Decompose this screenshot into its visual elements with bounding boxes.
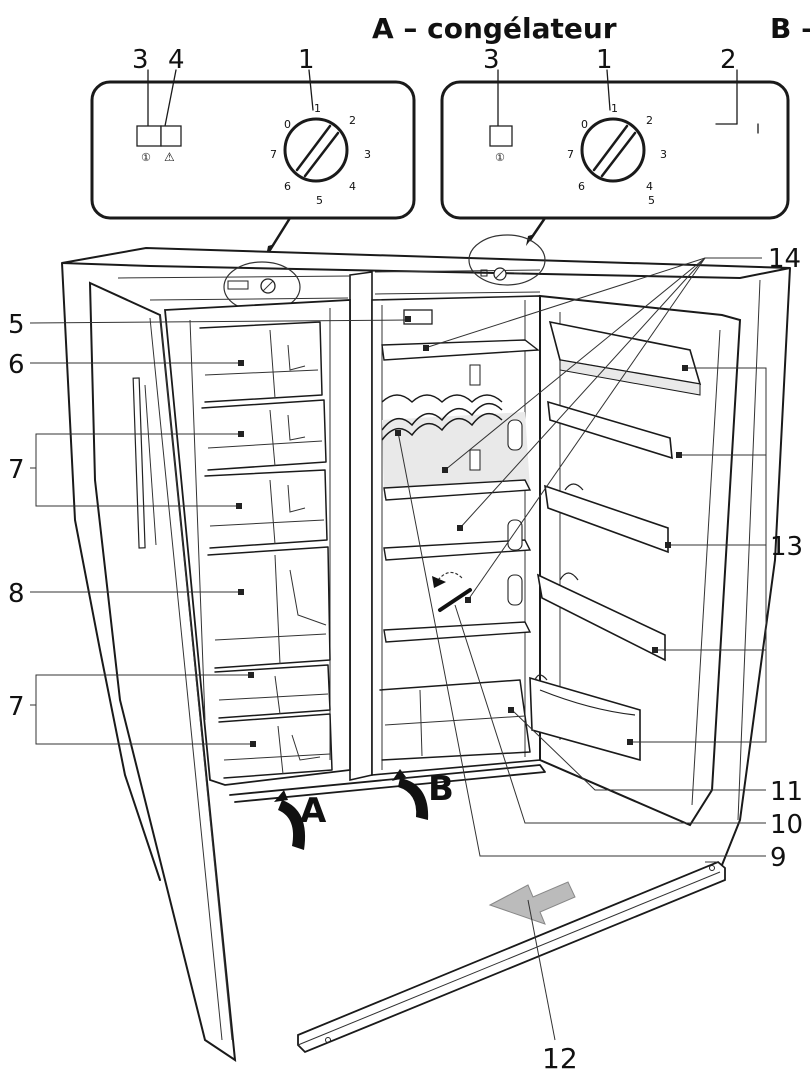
dial-freezer-7: 7	[270, 148, 277, 161]
crisper-drawer	[379, 679, 531, 761]
power-switch-freezer	[136, 125, 162, 147]
callout-7a: 7	[8, 455, 25, 485]
dial-fridge-7: 7	[567, 148, 574, 161]
freezer-drawer	[201, 399, 327, 471]
panel-fridge-callout-2: 2	[720, 45, 737, 75]
freezer-drawer	[214, 664, 331, 719]
fridge-shelf	[381, 339, 540, 361]
fridge-door	[529, 294, 742, 827]
fridge-shelf	[383, 621, 532, 643]
callout-9: 9	[770, 843, 787, 873]
callout-6: 6	[8, 350, 25, 380]
alarm-warning-icon: ⚠	[164, 150, 175, 164]
door-balcony	[544, 483, 669, 554]
freezer-drawer	[207, 546, 331, 669]
power-switch-fridge	[489, 125, 513, 147]
shelf-supports	[469, 364, 523, 606]
dial-fridge-2: 2	[646, 114, 653, 127]
control-panel-freezer: 3 4 1 ① ⚠ 0 1 2 3 4 5 6 7	[90, 45, 416, 256]
power-indicator-icon: ①	[495, 151, 505, 164]
dial-fridge-3: 3	[660, 148, 667, 161]
callout-7b: 7	[8, 692, 25, 722]
door-balcony	[536, 572, 666, 662]
door-balcony	[548, 320, 702, 396]
fridge-compartment	[371, 295, 541, 776]
dial-freezer-4: 4	[349, 180, 356, 193]
callout-10: 10	[770, 810, 803, 840]
freezer-door	[88, 281, 237, 1063]
dial-freezer-1: 1	[314, 102, 321, 115]
thermometer	[438, 588, 472, 612]
arrow-label-a: A	[300, 791, 327, 831]
panel-fridge-callout-3: 3	[483, 45, 500, 75]
dial-freezer-6: 6	[284, 180, 291, 193]
panel-freezer-callout-4: 4	[168, 45, 185, 75]
dial-fridge-0: 0	[581, 118, 588, 131]
callout-11: 11	[770, 777, 803, 807]
door-balcony	[547, 400, 673, 460]
door-balcony	[529, 674, 641, 762]
callout-8: 8	[8, 579, 25, 609]
kickplate-rail	[297, 860, 726, 1054]
callout-12: 12	[542, 1042, 578, 1075]
fridge-shelf	[383, 539, 532, 561]
arrow-label-b: B	[428, 769, 454, 809]
panel-fridge-callout-1: 1	[596, 45, 613, 75]
heading-freezer: A – congélateur	[372, 12, 617, 45]
callout-13: 13	[770, 532, 803, 562]
alarm-switch-freezer	[160, 125, 182, 147]
dial-fridge-4: 4	[646, 180, 653, 193]
rotation-arrow-icon	[274, 790, 306, 850]
dial-freezer-5: 5	[316, 194, 323, 207]
control-panel-fridge: 3 1 2 ① 0 1 2 3 4 5 6 7	[440, 45, 790, 246]
rotation-arrow-icon	[392, 769, 429, 820]
fridge-shelf	[383, 479, 532, 501]
panel-freezer-callout-1: 1	[298, 45, 315, 75]
dial-fridge-5: 5	[648, 194, 655, 207]
panel-freezer-callout-3: 3	[132, 45, 149, 75]
freezer-compartment	[164, 299, 351, 786]
fridge-shelf	[382, 412, 530, 498]
callout-5: 5	[8, 310, 25, 340]
freezer-drawer	[199, 321, 323, 403]
freezer-drawer	[218, 713, 333, 779]
dial-freezer-2: 2	[349, 114, 356, 127]
dial-knob-icon	[580, 117, 646, 183]
dial-freezer-3: 3	[364, 148, 371, 161]
power-indicator-icon: ①	[141, 151, 151, 164]
dial-freezer-0: 0	[284, 118, 291, 131]
dial-knob-icon	[283, 117, 349, 183]
heading-fridge: B –	[770, 12, 810, 45]
freezer-drawer	[204, 469, 328, 549]
dial-fridge-6: 6	[578, 180, 585, 193]
wine-rack	[381, 394, 503, 441]
slide-arrow-icon	[488, 881, 576, 925]
callout-14: 14	[768, 244, 801, 274]
callouts: 5 6 7 8 7 14 13	[8, 244, 803, 1075]
dial-fridge-1: 1	[611, 102, 618, 115]
